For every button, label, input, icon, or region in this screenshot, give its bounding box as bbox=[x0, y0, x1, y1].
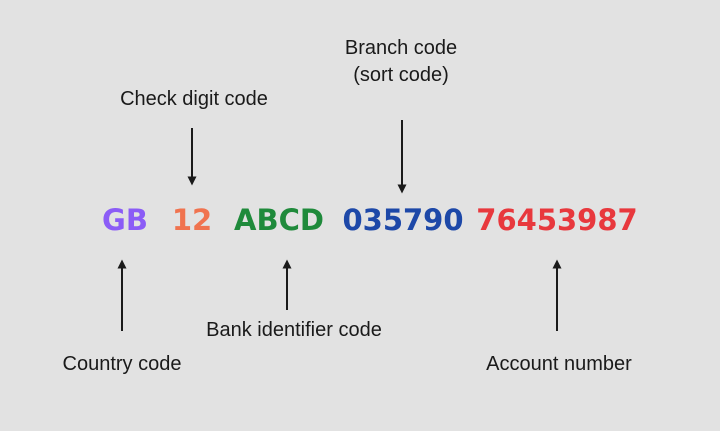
country-code-label: Country code bbox=[62, 353, 182, 375]
branch-code-label: Branch code (sort code) bbox=[345, 35, 457, 89]
bank-identifier-label: Bank identifier code bbox=[206, 319, 382, 341]
country-segment: GB bbox=[102, 203, 148, 237]
check-digit-segment: 12 bbox=[171, 203, 213, 237]
branch-code-segment: 035790 bbox=[342, 203, 464, 237]
branch-code-label-line2: (sort code) bbox=[353, 64, 449, 86]
check-digit-label: Check digit code bbox=[120, 88, 268, 110]
branch-code-label-line1: Branch code bbox=[344, 37, 458, 59]
account-number-label: Account number bbox=[486, 353, 632, 375]
bank-identifier-segment: ABCD bbox=[234, 203, 324, 237]
account-number-segment: 76453987 bbox=[476, 203, 638, 237]
